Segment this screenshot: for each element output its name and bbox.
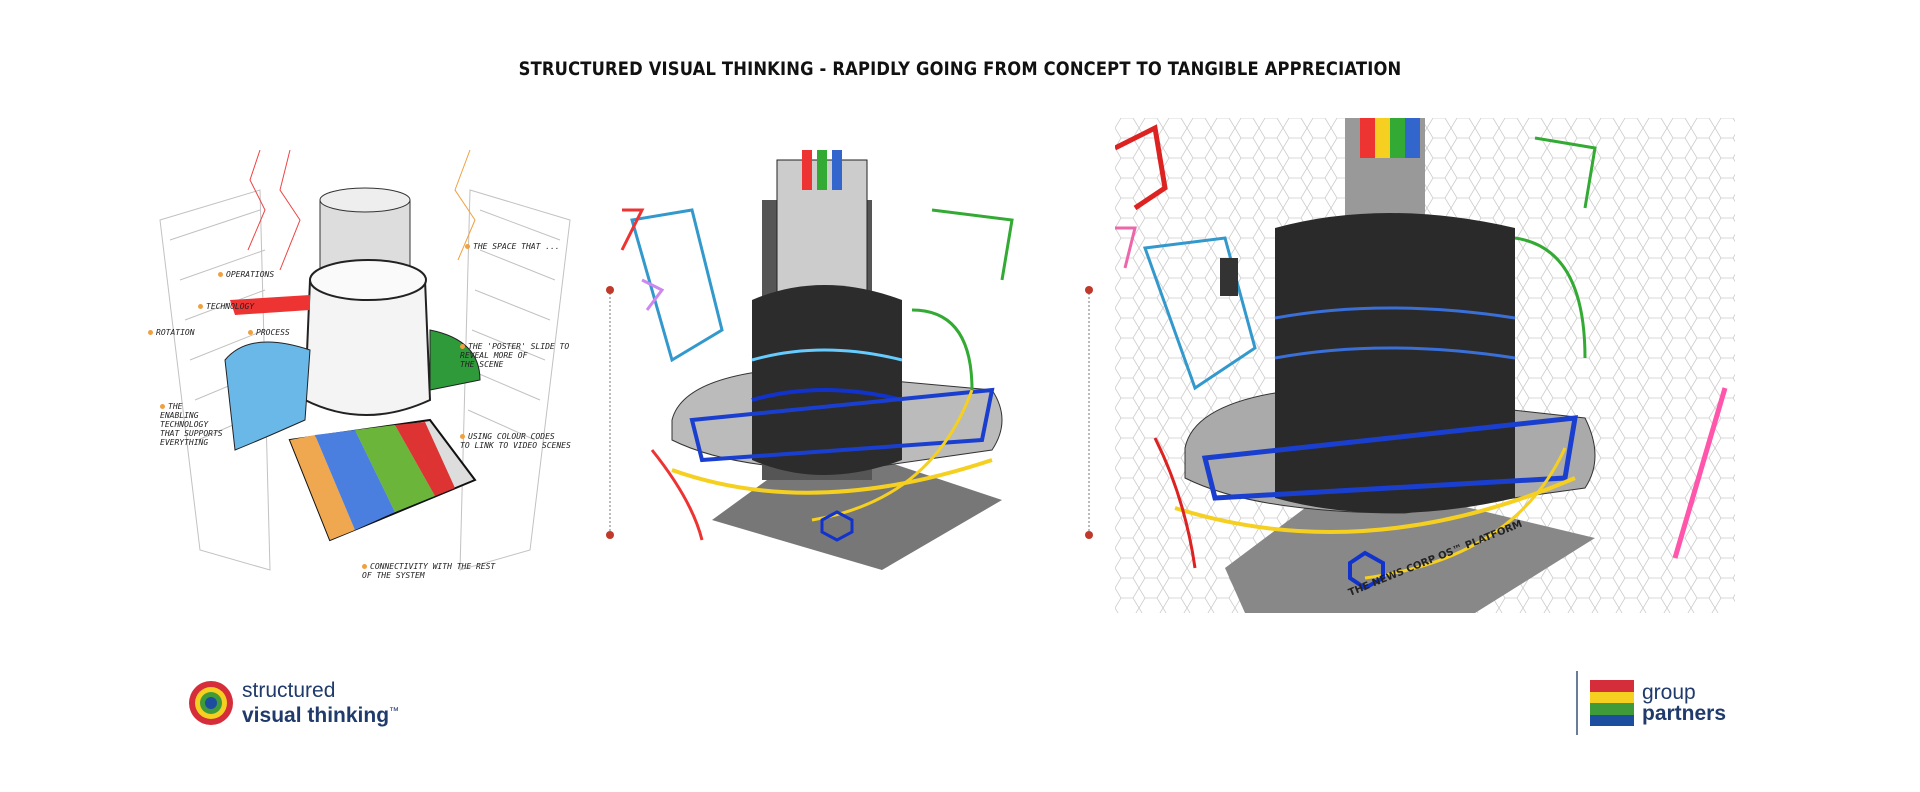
logo-line2: partners: [1642, 702, 1727, 725]
structured-visual-thinking-logo: structured visual thinking™: [188, 680, 399, 726]
dotted-separator: [1085, 286, 1093, 539]
annotation: The 'poster' slide to reveal more of the…: [460, 342, 570, 369]
coloured-render: [612, 140, 1082, 580]
concept-sketch: The space that ... Operations Technology…: [140, 149, 610, 610]
final-render-illustration: THE NEWS CORP OS™ PLATFORM: [1113, 118, 1735, 613]
annotation-dot-icon: [218, 272, 223, 277]
annotation-dot-icon: [460, 344, 465, 349]
final-render: THE NEWS CORP OS™ PLATFORM: [1113, 118, 1735, 613]
annotation: Process: [248, 328, 290, 337]
trademark: ™: [389, 706, 400, 717]
slide-title: STRUCTURED VISUAL THINKING - RAPIDLY GOI…: [518, 58, 1402, 80]
annotation: Using colour codes to link to video scen…: [460, 432, 571, 450]
annotation-dot-icon: [362, 564, 367, 569]
annotation: The space that ...: [465, 242, 565, 251]
annotation-dot-icon: [148, 330, 153, 335]
striped-flag-icon: [1590, 680, 1634, 726]
annotation-dot-icon: [198, 304, 203, 309]
render-illustration: [620, 150, 1014, 570]
annotation-dot-icon: [460, 434, 465, 439]
target-rings-icon: [189, 681, 233, 725]
annotation: Rotation: [148, 328, 195, 337]
annotation: Technology: [198, 302, 254, 311]
sketch-illustration: [159, 149, 571, 571]
group-partners-logo: group partners: [1576, 671, 1726, 735]
annotation: The enabling technology that supports ev…: [160, 402, 223, 447]
annotation-dot-icon: [465, 244, 470, 249]
annotation-dot-icon: [160, 404, 165, 409]
dotted-separator: [606, 286, 614, 539]
annotation: Operations: [218, 270, 274, 279]
logo-line2: visual thinking: [242, 704, 390, 727]
annotation: Connectivity with the rest of the system: [362, 562, 496, 580]
annotation-dot-icon: [248, 330, 253, 335]
logo-line1: group: [1642, 681, 1696, 704]
logo-line1: structured: [242, 679, 336, 702]
